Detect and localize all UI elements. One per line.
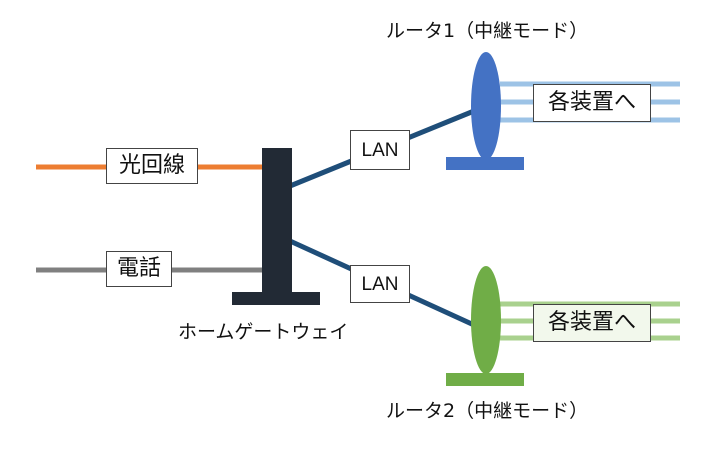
router1-base [446,157,524,170]
lan-label-lower: LAN [350,265,410,303]
devices1-label: 各装置へ [533,84,651,122]
router1-antenna [471,52,501,160]
router2-caption: ルータ2（中継モード） [386,400,589,422]
router1-caption: ルータ1（中継モード） [386,20,589,42]
router2-base [446,373,524,386]
gateway-base [232,292,320,305]
gateway-body [262,148,292,293]
phone-line-label: 電話 [106,251,172,287]
devices2-label: 各装置へ [533,304,651,342]
fiber-line-label: 光回線 [106,148,198,184]
router2-antenna [471,266,501,374]
gateway-caption: ホームゲートウェイ [178,321,349,343]
lan-label-upper: LAN [350,130,410,170]
